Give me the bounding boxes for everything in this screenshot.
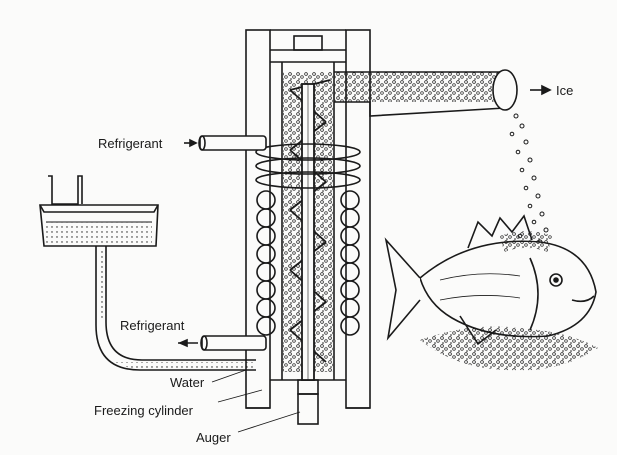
ice-arrow: [530, 84, 552, 96]
label-ice: Ice: [556, 83, 574, 98]
refrigerant-pipe-bottom: [177, 335, 267, 351]
falling-ice: [509, 113, 549, 245]
freezing-cylinder: [245, 29, 371, 425]
label-auger: Auger: [196, 430, 231, 445]
fish-illustration: [384, 214, 597, 346]
water-pipe: [95, 246, 256, 371]
ice-pile: [420, 231, 598, 371]
refrigerant-coil: [255, 143, 361, 336]
label-refrigerant-top: Refrigerant: [98, 136, 163, 151]
water-tank: [39, 175, 159, 247]
leader-lines: [211, 369, 301, 433]
label-water: Water: [170, 375, 205, 390]
label-refrigerant-bottom: Refrigerant: [120, 318, 185, 333]
refrigerant-pipe-top: [184, 135, 267, 151]
label-freezing-cylinder: Freezing cylinder: [94, 403, 193, 418]
